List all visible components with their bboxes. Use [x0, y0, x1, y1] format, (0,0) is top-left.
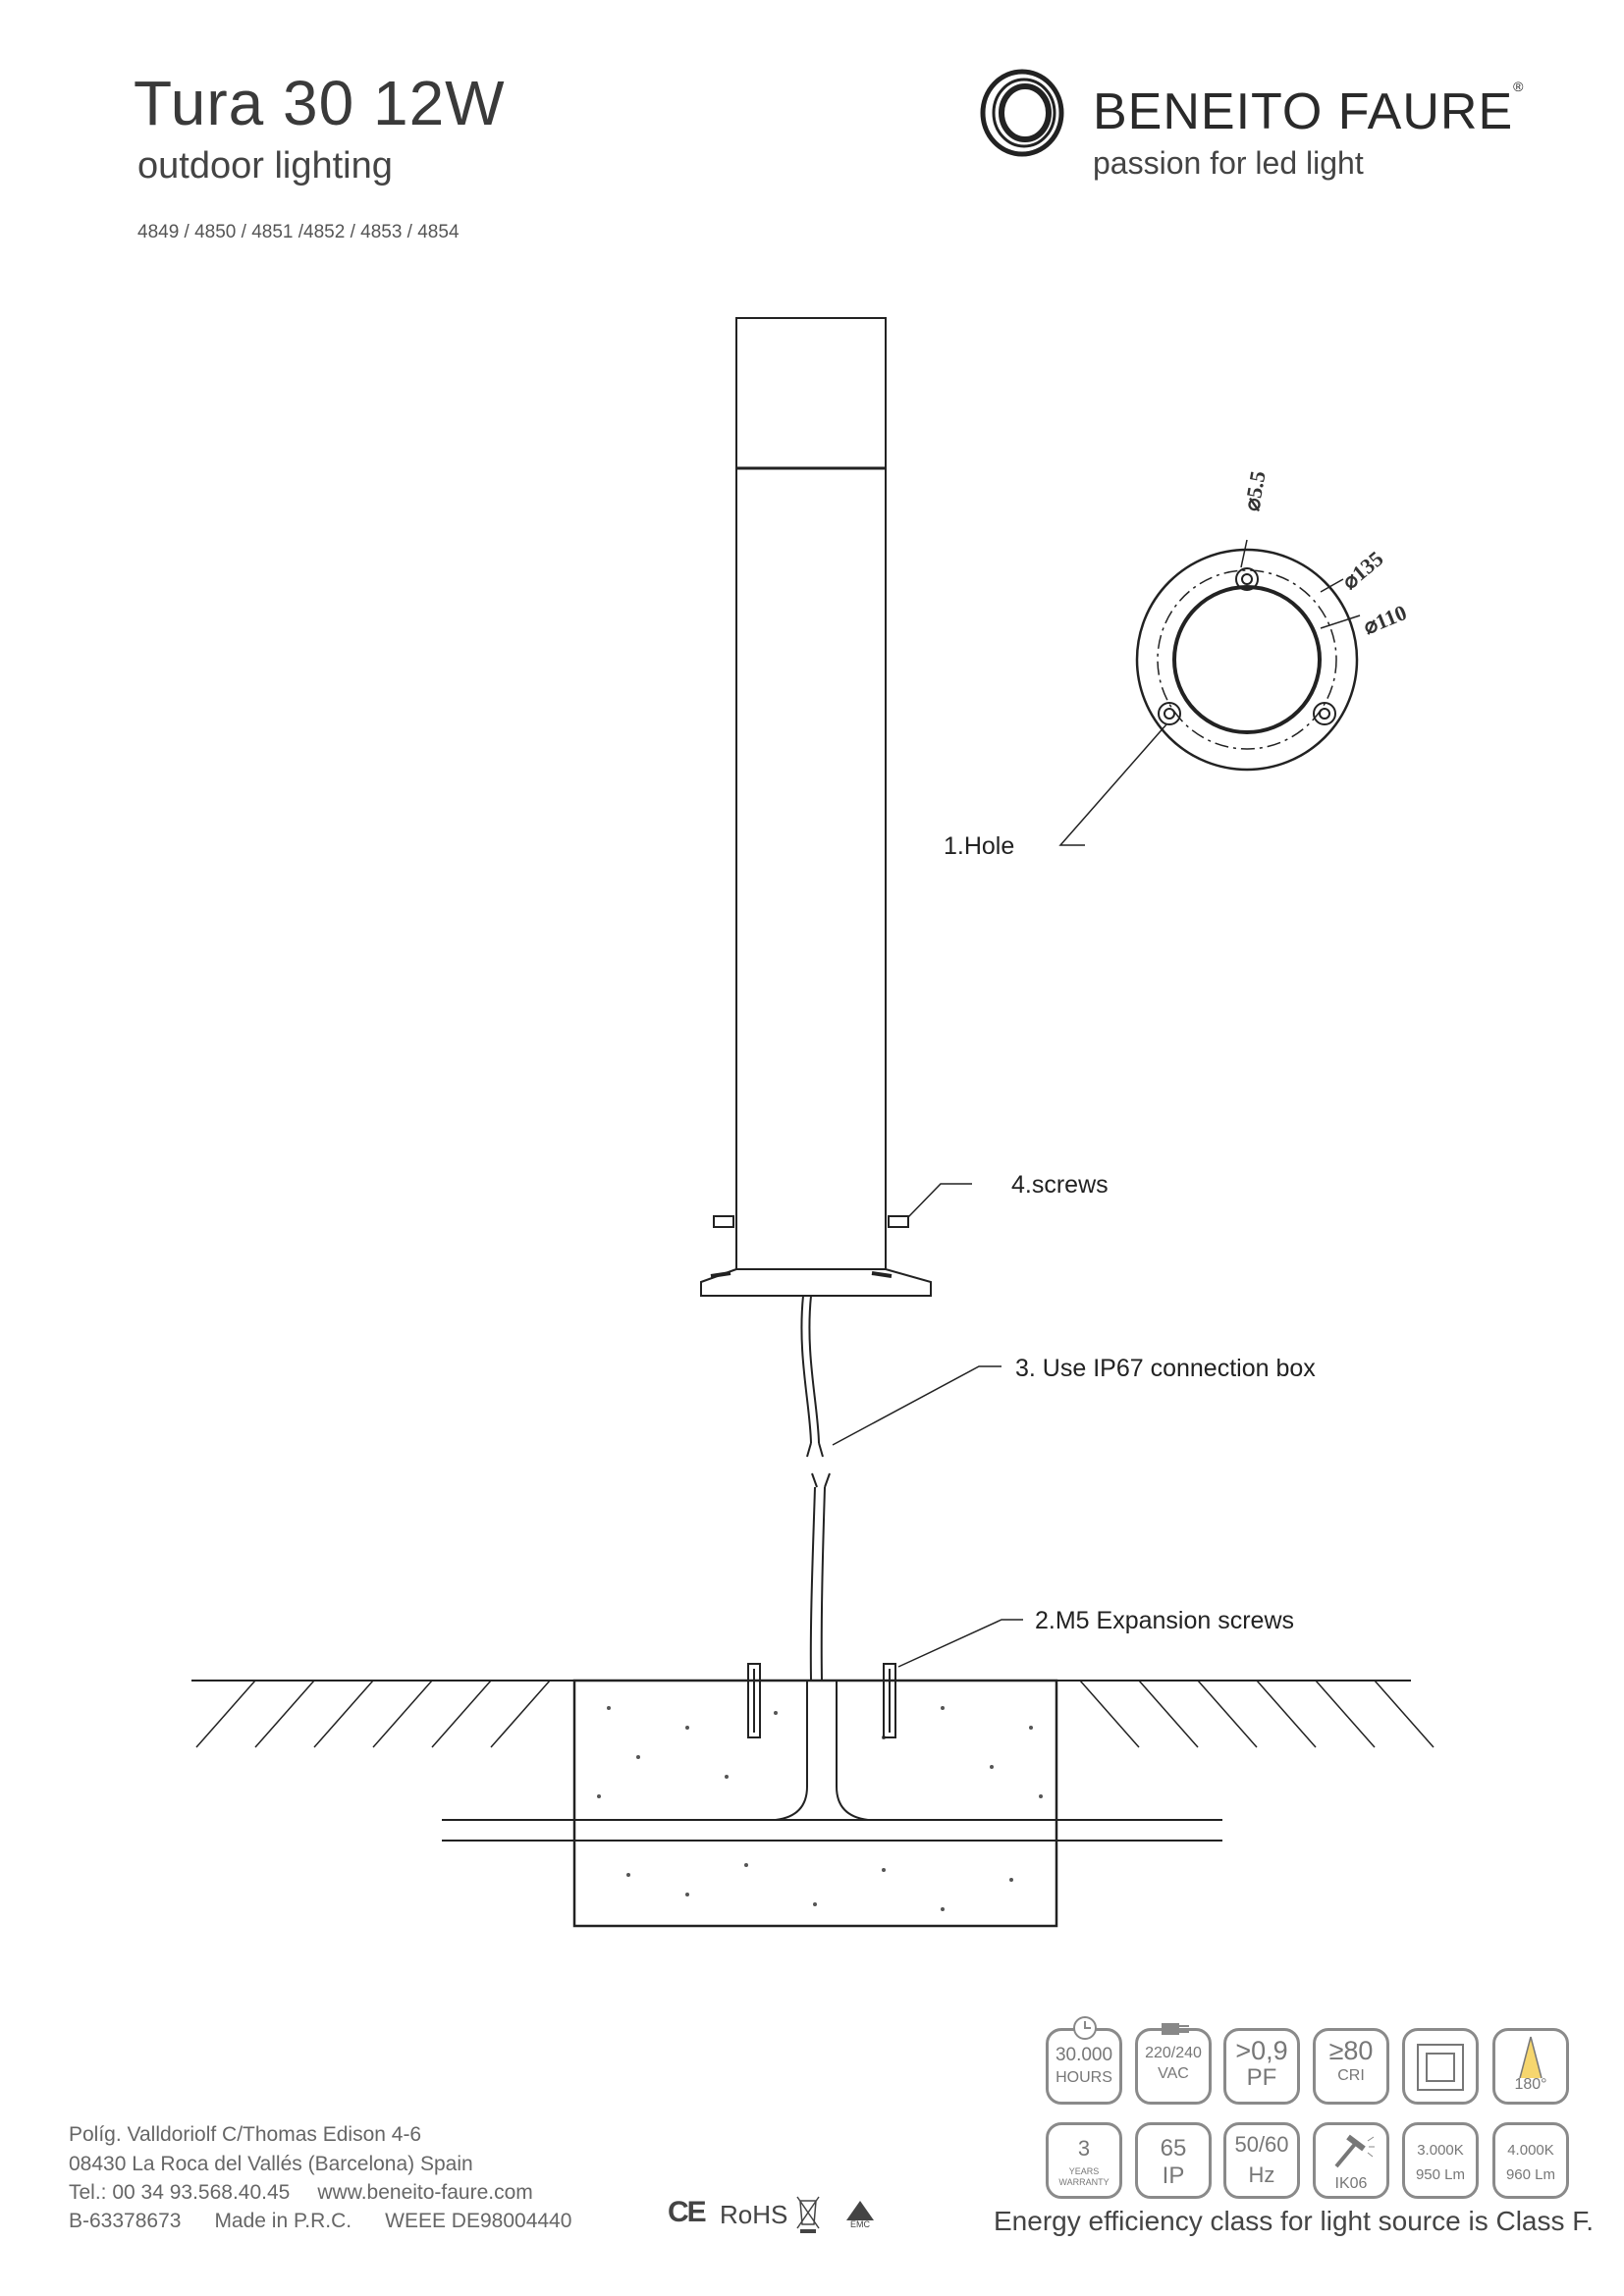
label-expansion-screws: 2.M5 Expansion screws	[1035, 1607, 1295, 1634]
spec-unit-2: WARRANTY	[1058, 2177, 1110, 2187]
power-cable	[800, 1295, 831, 1682]
made-in: Made in P.R.C.	[214, 2210, 352, 2232]
product-subtitle: outdoor lighting	[137, 145, 393, 187]
address-line-2: 08430 La Roca del Vallés (Barcelona) Spa…	[69, 2153, 473, 2175]
brand-logo-rings-icon	[980, 69, 1064, 157]
plug-icon	[1162, 2023, 1189, 2035]
ce-mark: CE	[668, 2196, 707, 2228]
weee-number: WEEE DE98004440	[385, 2210, 572, 2232]
spec-3000k: 3.000K 950 Lm	[1402, 2122, 1479, 2199]
product-title: Tura 30 12W	[134, 68, 506, 138]
spec-unit: Hz	[1248, 2163, 1275, 2187]
legal-line: B-63378673 Made in P.R.C. WEEE DE98004440	[69, 2210, 571, 2233]
spec-unit: PF	[1246, 2064, 1277, 2091]
spec-cct: 3.000K	[1417, 2142, 1464, 2159]
beam-angle-icon	[1519, 2036, 1543, 2079]
weee-bin-icon	[796, 2196, 820, 2233]
spec-cct: 4.000K	[1507, 2142, 1554, 2159]
emc-mark: EMC	[842, 2199, 878, 2232]
spec-value: 30.000	[1055, 2045, 1113, 2065]
clock-icon	[1073, 2016, 1097, 2040]
spec-value: 50/60	[1234, 2132, 1289, 2157]
ground	[191, 1679, 1435, 1928]
phone: Tel.: 00 34 93.568.40.45	[69, 2181, 291, 2204]
brand-name: BENEITO FAURE®	[1093, 79, 1525, 141]
spec-value: ≥80	[1328, 2036, 1374, 2065]
emc-triangle-icon	[846, 2201, 874, 2220]
product-codes: 4849 / 4850 / 4851 /4852 / 4853 / 4854	[137, 222, 460, 242]
spec-class-ii	[1402, 2028, 1479, 2105]
contact-line: Tel.: 00 34 93.568.40.45 www.beneito-faur…	[69, 2181, 533, 2205]
spec-value: 3	[1077, 2136, 1091, 2161]
energy-class-note: Energy efficiency class for light source…	[994, 2206, 1595, 2236]
spec-unit: VAC	[1158, 2065, 1189, 2082]
rohs-mark: RoHS	[720, 2200, 788, 2229]
spec-value: >0,9	[1235, 2036, 1288, 2065]
spec-value: 220/240	[1145, 2045, 1202, 2061]
spec-lumens: 950 Lm	[1415, 2166, 1466, 2183]
registered-mark: ®	[1513, 79, 1525, 94]
label-hole: 1.Hole	[944, 832, 1015, 860]
expansion-screws	[747, 1663, 896, 1738]
screw-right	[888, 1215, 909, 1228]
bollard-pole	[700, 317, 932, 1297]
spec-unit: YEARS	[1068, 2166, 1100, 2176]
brand-name-text: BENEITO FAURE	[1093, 83, 1514, 140]
spec-value: IK06	[1334, 2175, 1368, 2192]
spec-unit: IP	[1162, 2163, 1185, 2189]
brand-tagline: passion for led light	[1093, 145, 1364, 181]
spec-unit: CRI	[1337, 2067, 1365, 2084]
spec-value: 180°	[1514, 2076, 1547, 2093]
website-link[interactable]: www.beneito-faure.com	[317, 2181, 533, 2204]
leader-lines	[832, 723, 1167, 1668]
spec-4000k: 4.000K 960 Lm	[1492, 2122, 1569, 2199]
emc-text: EMC	[842, 2219, 878, 2229]
screw-left	[713, 1215, 734, 1228]
address-line-1: Políg. Valldoriolf C/Thomas Edison 4-6	[69, 2123, 422, 2146]
label-screws: 4.screws	[1011, 1171, 1109, 1199]
base-plate-top-view	[1135, 539, 1361, 772]
company-id: B-63378673	[69, 2210, 182, 2232]
spec-impact: IK06	[1313, 2122, 1389, 2199]
hammer-impact-icon	[1334, 2134, 1375, 2168]
spec-beam-angle: 180°	[1492, 2028, 1569, 2105]
class-ii-double-square-icon	[1417, 2044, 1464, 2091]
spec-unit: HOURS	[1056, 2069, 1112, 2086]
spec-lumens: 960 Lm	[1505, 2166, 1556, 2183]
spec-value: 65	[1160, 2135, 1187, 2162]
label-connection-box: 3. Use IP67 connection box	[1015, 1355, 1316, 1382]
